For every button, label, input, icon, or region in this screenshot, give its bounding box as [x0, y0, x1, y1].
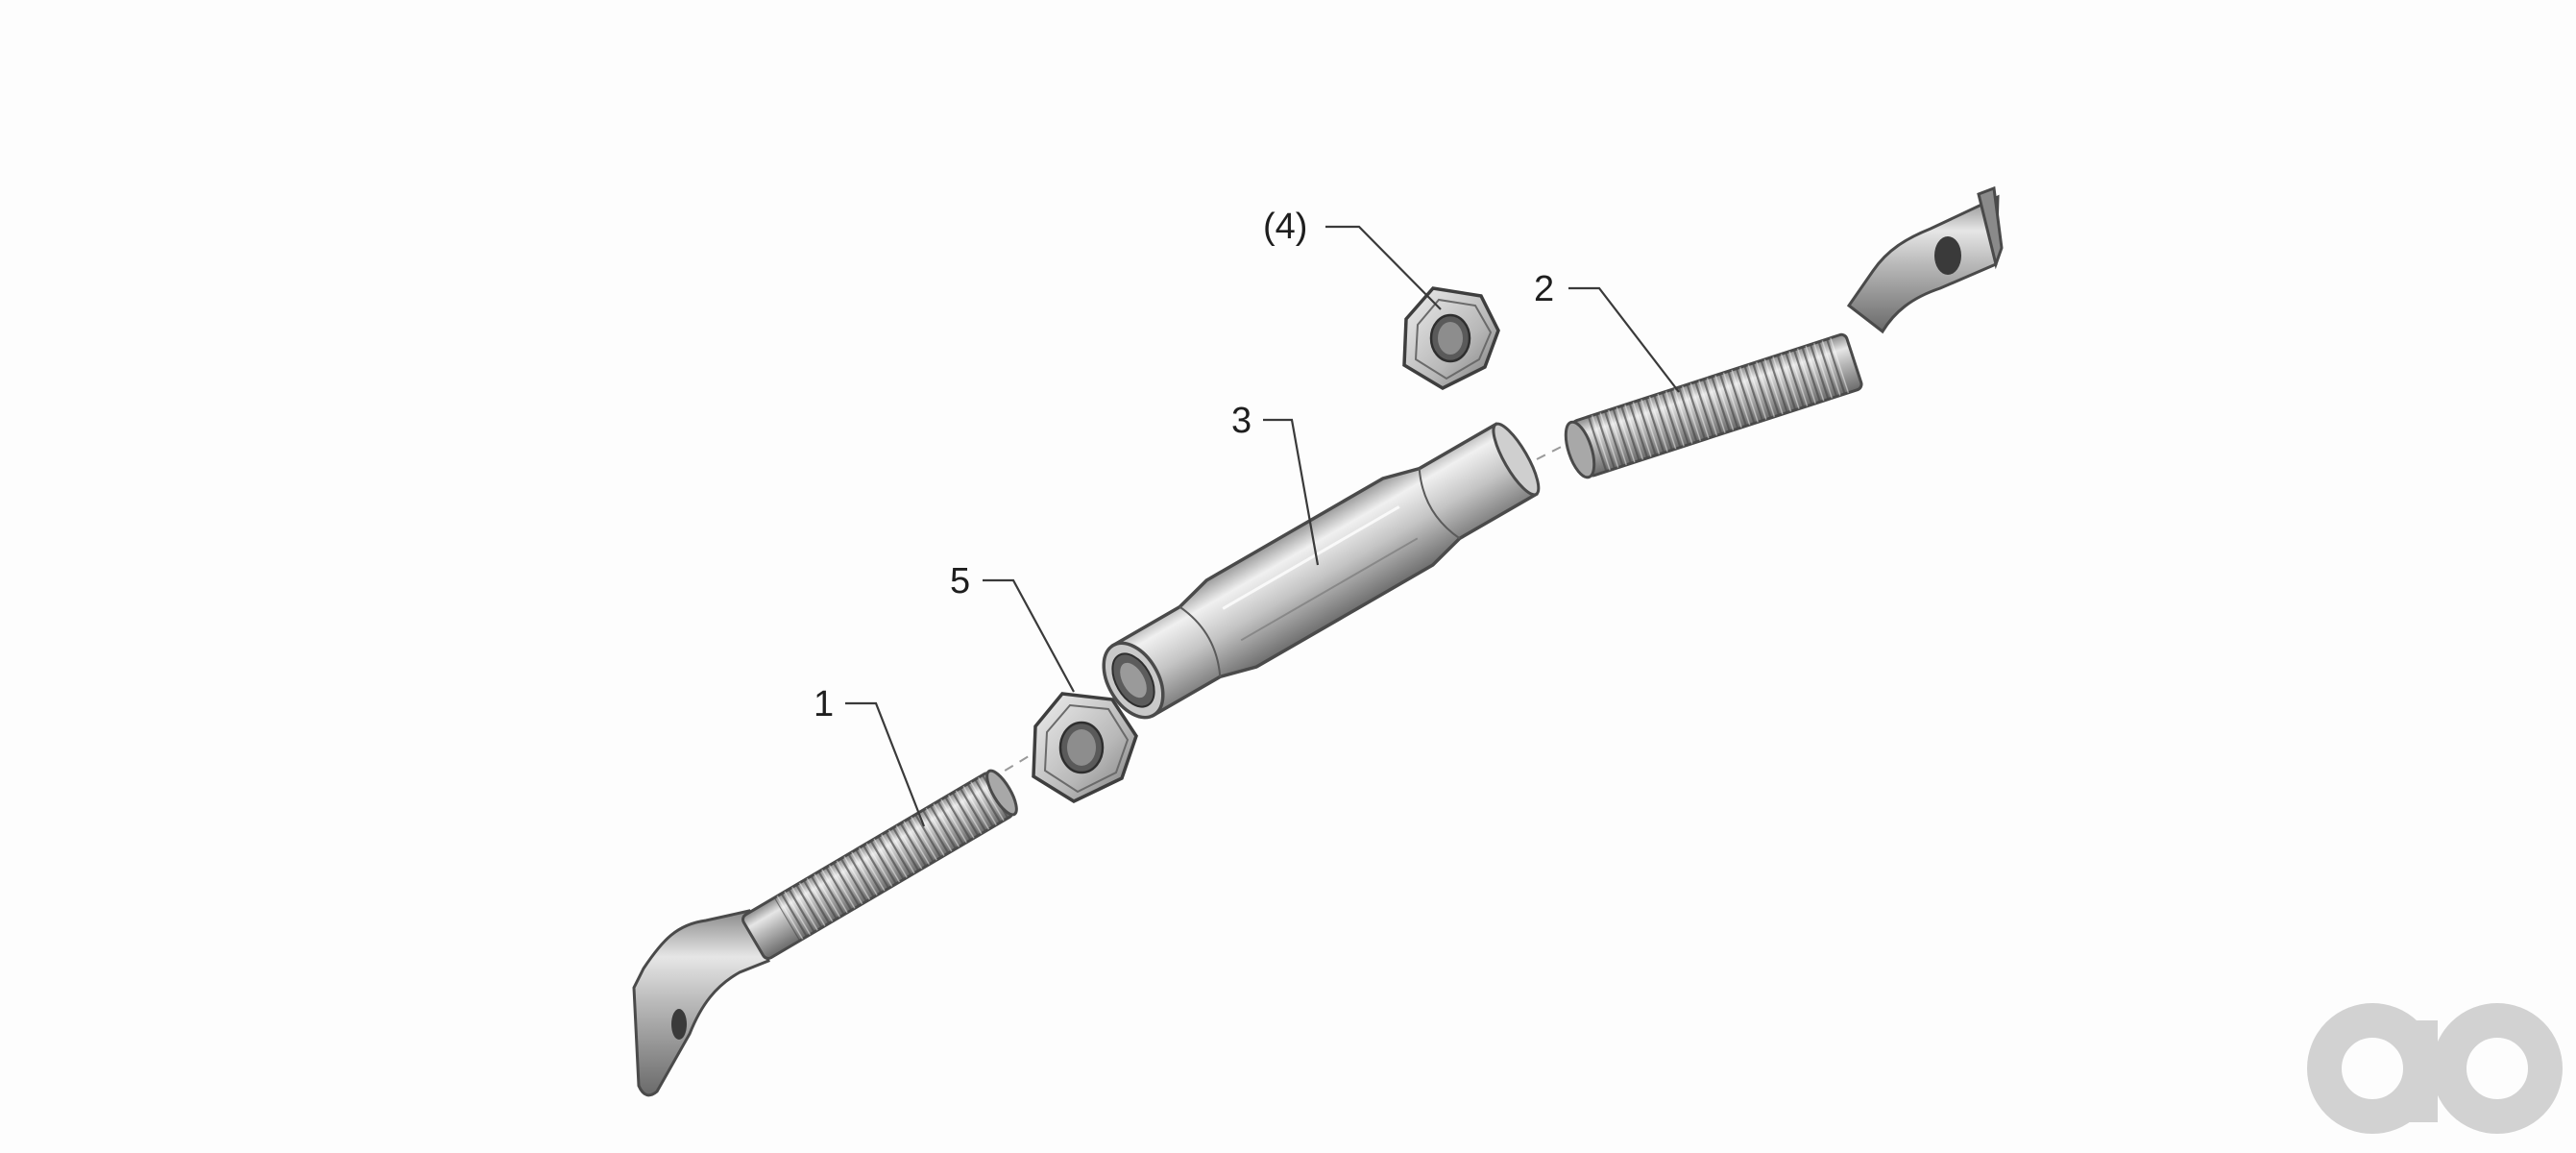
part-4-hex-nut-optional	[1402, 286, 1500, 390]
callout-2-leader	[1568, 286, 1680, 393]
callout-5-leader	[983, 578, 1075, 693]
part-1-end-face	[985, 769, 1018, 817]
callout-1: 1	[814, 684, 926, 827]
callout-1-leader	[845, 701, 926, 827]
callout-5-label: 5	[950, 561, 970, 601]
part-2-eye-tab	[1846, 194, 2000, 334]
callout-5: 5	[950, 561, 1075, 693]
callout-4-label: (4)	[1263, 207, 1307, 247]
part-2-right-threaded-rod	[1564, 185, 2004, 479]
part-1-eye-tab	[632, 909, 770, 1097]
callout-1-label: 1	[814, 684, 834, 724]
part-3-turnbuckle-body	[1102, 422, 1541, 720]
watermark-logo-icon	[2307, 1003, 2563, 1134]
callout-4-leader	[1325, 225, 1442, 310]
part-2-end-face	[1564, 420, 1596, 479]
part-5-hex-nut	[1032, 692, 1138, 803]
callout-2-label: 2	[1534, 269, 1554, 309]
part-3-right-end-face	[1492, 422, 1541, 497]
callout-3: 3	[1231, 401, 1320, 566]
part-2-eye-hole	[1934, 236, 1961, 275]
callout-3-label: 3	[1231, 401, 1252, 441]
part-1-eye-hole	[671, 1009, 687, 1040]
callout-2: 2	[1534, 269, 1680, 393]
callout-4: (4)	[1263, 207, 1442, 310]
callout-3-leader	[1263, 418, 1320, 566]
part-1-left-threaded-rod	[632, 769, 1018, 1097]
